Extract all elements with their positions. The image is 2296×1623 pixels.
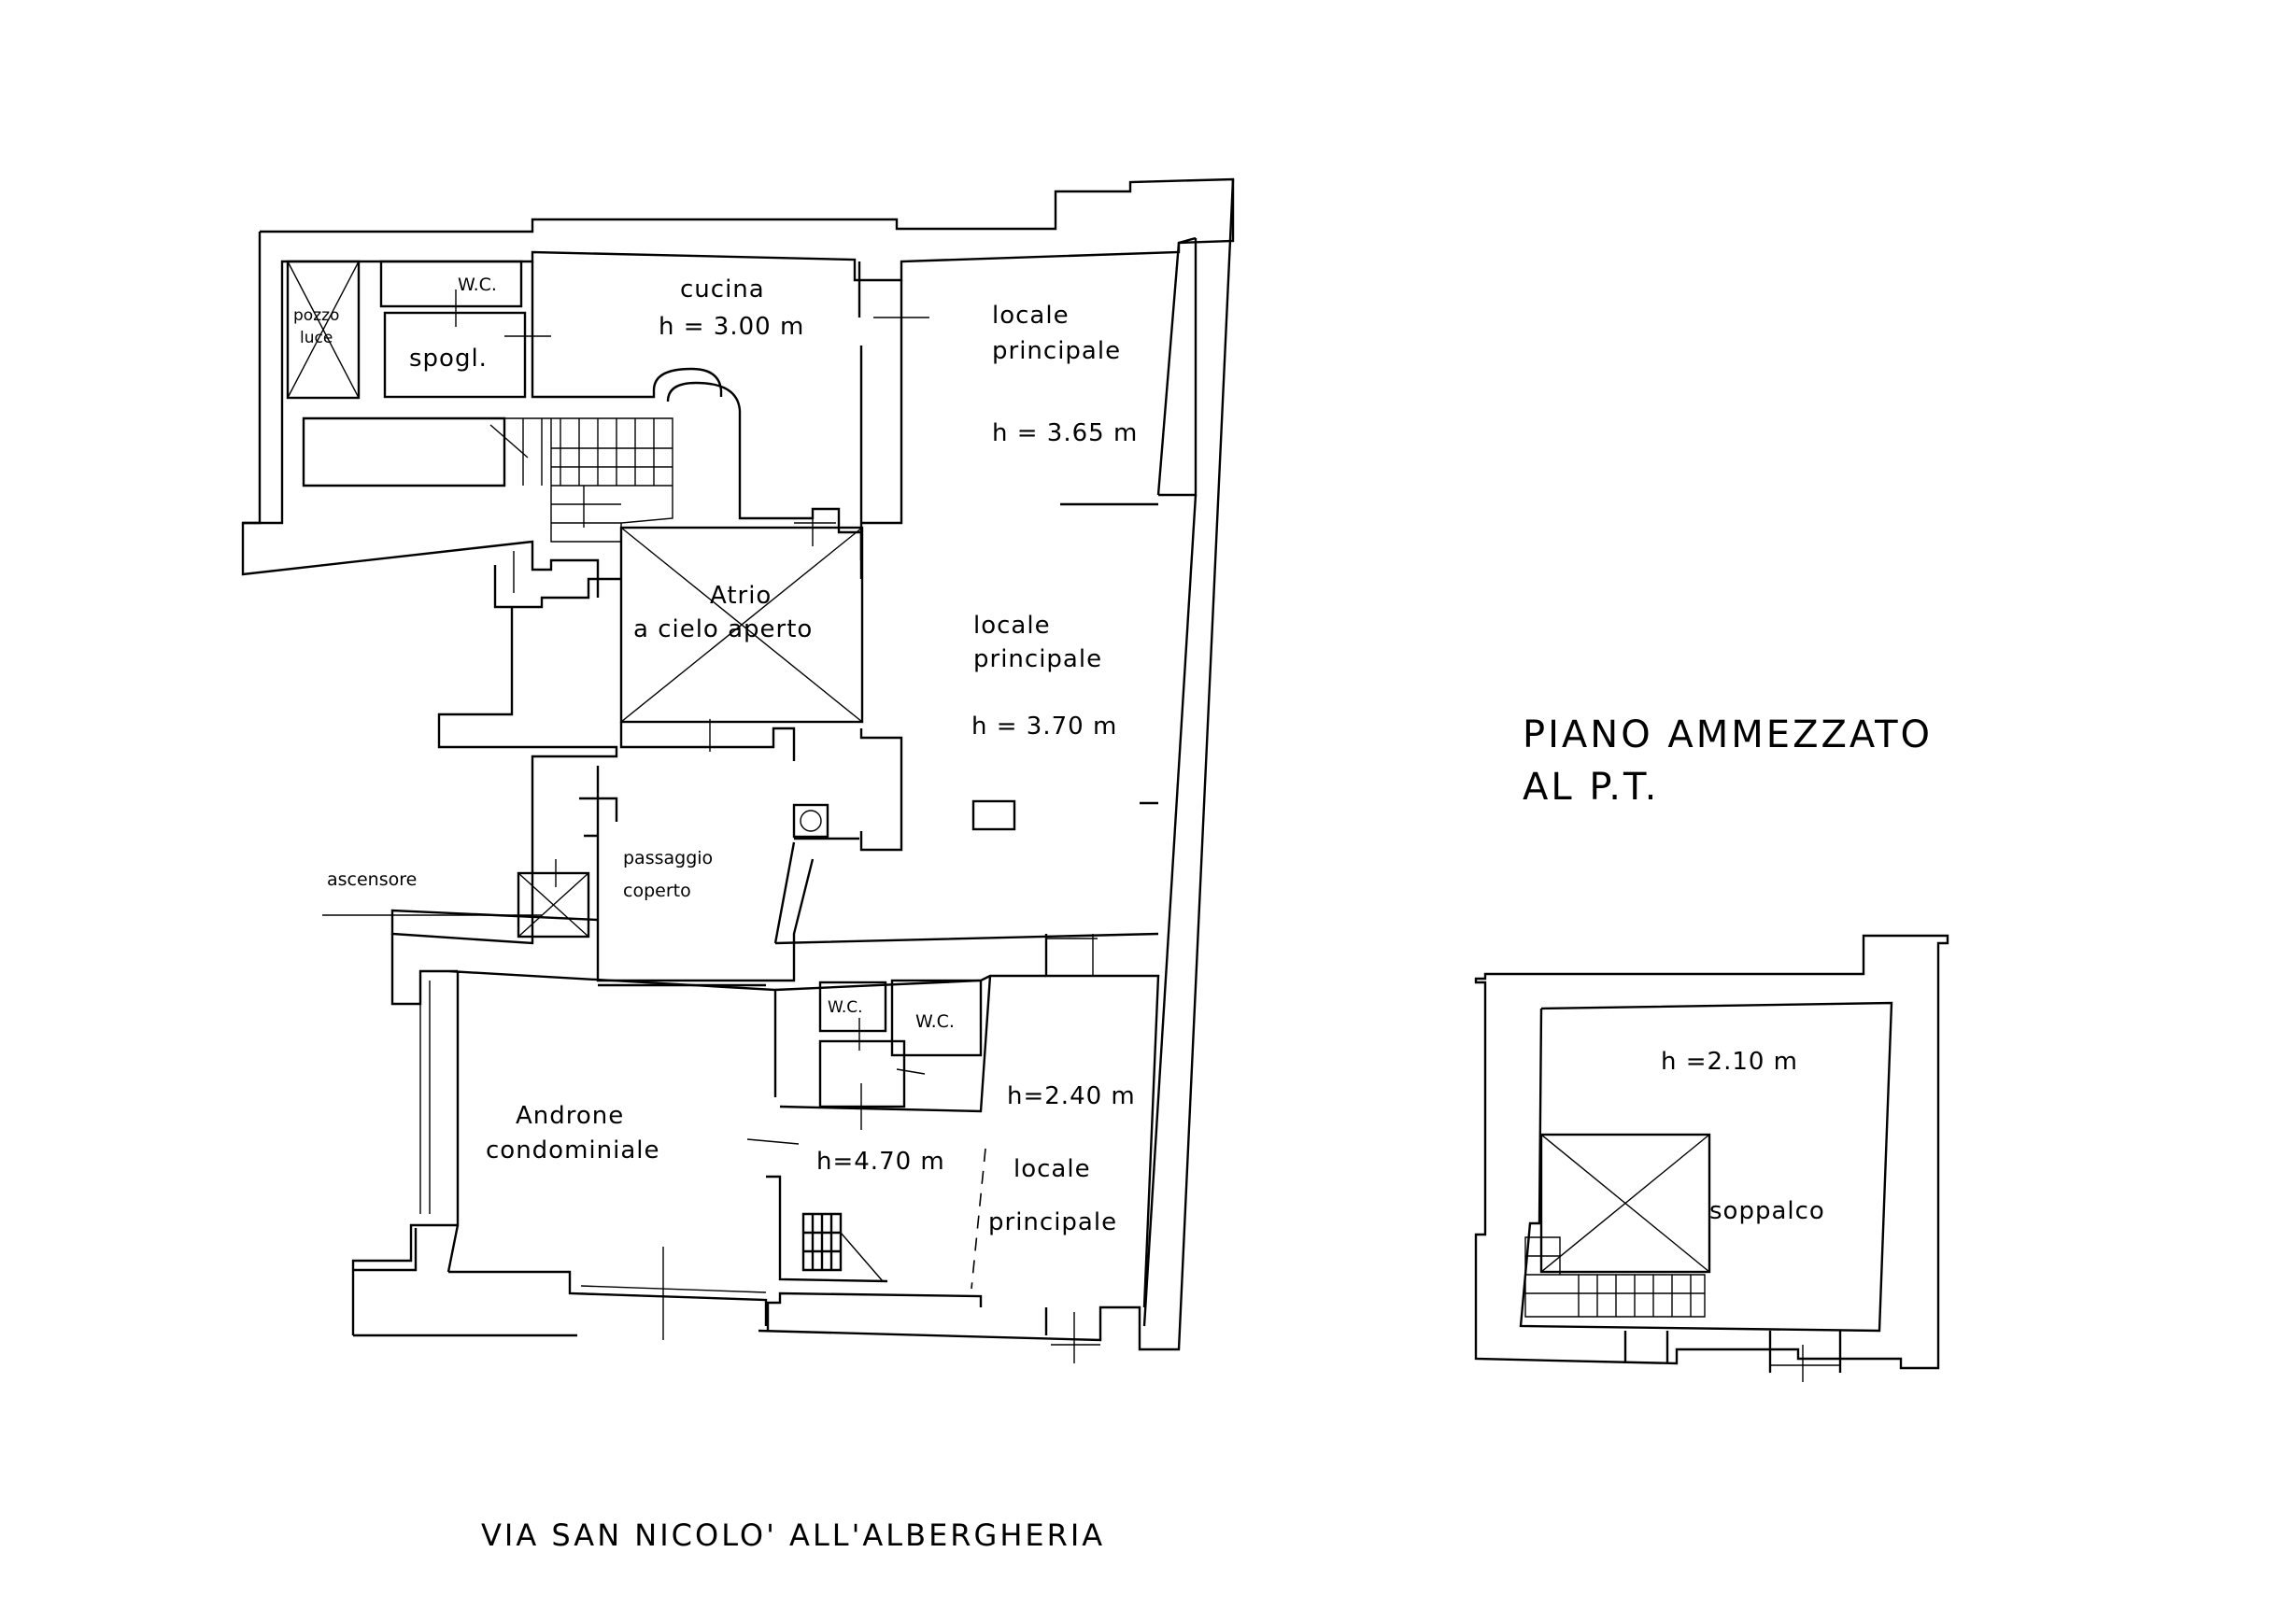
label-luce: luce [300, 329, 333, 347]
label-atrio-a: Atrio [710, 582, 772, 610]
street-name: VIA SAN NICOLO' ALL'ALBERGHERIA [481, 1517, 1105, 1553]
wc-left-room [818, 981, 887, 1033]
outer-top-wall [241, 177, 1235, 598]
stair-lower [766, 1175, 888, 1283]
pipe-circle [800, 810, 822, 832]
label-locale3-b: principale [988, 1208, 1117, 1236]
right-outer-wall [758, 178, 1235, 1351]
label-locale1-b: principale [992, 337, 1121, 365]
label-passaggio-b: coperto [623, 881, 691, 901]
mezzanine-stair-treads [1524, 1236, 1706, 1318]
label-locale1-h: h = 3.65 m [992, 419, 1138, 447]
mezzanine-outer [1474, 934, 1949, 1370]
outer-top-wall-inner [243, 232, 262, 525]
plan-title-line2: AL P.T. [1523, 766, 1659, 809]
label-spogl: spogl. [409, 345, 488, 373]
label-androne-a: Androne [516, 1102, 624, 1130]
label-wc-top: W.C. [458, 275, 497, 295]
wc-lower-room [818, 1039, 906, 1108]
lower-right-walls [774, 974, 1160, 1308]
label-locale2-h: h = 3.70 m [971, 713, 1117, 741]
stair-curve [666, 381, 863, 579]
label-soppalco: soppalco [1709, 1197, 1825, 1225]
wc-top-room [379, 260, 523, 308]
right-inner-wall [1156, 236, 1198, 497]
label-ascensore: ascensore [327, 869, 417, 890]
label-soppalco-h: h =2.10 m [1661, 1048, 1798, 1076]
pipe-box [792, 803, 829, 839]
label-passaggio-a: passaggio [623, 848, 713, 868]
bottom-right-walls [766, 1291, 1048, 1335]
label-cucina: cucina [680, 275, 765, 303]
mezzanine-bottom [1623, 1331, 1842, 1373]
passaggio-walls [579, 766, 815, 982]
label-androne-b: condominiale [486, 1136, 660, 1164]
plan-title-line1: PIANO AMMEZZATO [1523, 713, 1933, 756]
mezzanine-building [1474, 934, 1949, 1382]
label-wc-left: W.C. [828, 998, 863, 1017]
locale-pillar [971, 799, 1016, 831]
label-locale1-a: locale [992, 302, 1070, 330]
label-cucina-h: h = 3.00 m [659, 313, 804, 341]
androne-walls [351, 934, 777, 1335]
label-locale2-a: locale [973, 612, 1051, 640]
label-atrio-b: a cielo aperto [633, 615, 813, 643]
label-wc-right: W.C. [915, 1011, 955, 1032]
corridor-walls [493, 565, 903, 852]
label-h240: h=2.40 m [1007, 1082, 1136, 1110]
wc-right-room [890, 979, 983, 1057]
stair-treads [504, 417, 673, 543]
mezzanine-inner [1519, 1001, 1893, 1333]
corridor-left [390, 607, 618, 945]
label-locale2-b: principale [973, 645, 1102, 673]
mid-divider [598, 502, 1159, 987]
main-building [241, 177, 1235, 1363]
bottom-left-walls [353, 1228, 577, 1337]
atrio-room [619, 526, 864, 724]
stair-block [302, 416, 506, 487]
spogl-room [383, 311, 527, 399]
room-labels: pozzo luce W.C. spogl. cucina h = 3.00 m… [293, 275, 1825, 1236]
lift-shaft [517, 871, 590, 939]
label-locale3-a: locale [1013, 1155, 1091, 1183]
pozzo-luce [286, 260, 361, 400]
label-h470: h=4.70 m [816, 1148, 945, 1176]
stair-void [1539, 1133, 1711, 1274]
right-inner-wall-2 [1142, 494, 1198, 1327]
cucina-walls [531, 261, 903, 560]
label-pozzo: pozzo [293, 306, 339, 325]
